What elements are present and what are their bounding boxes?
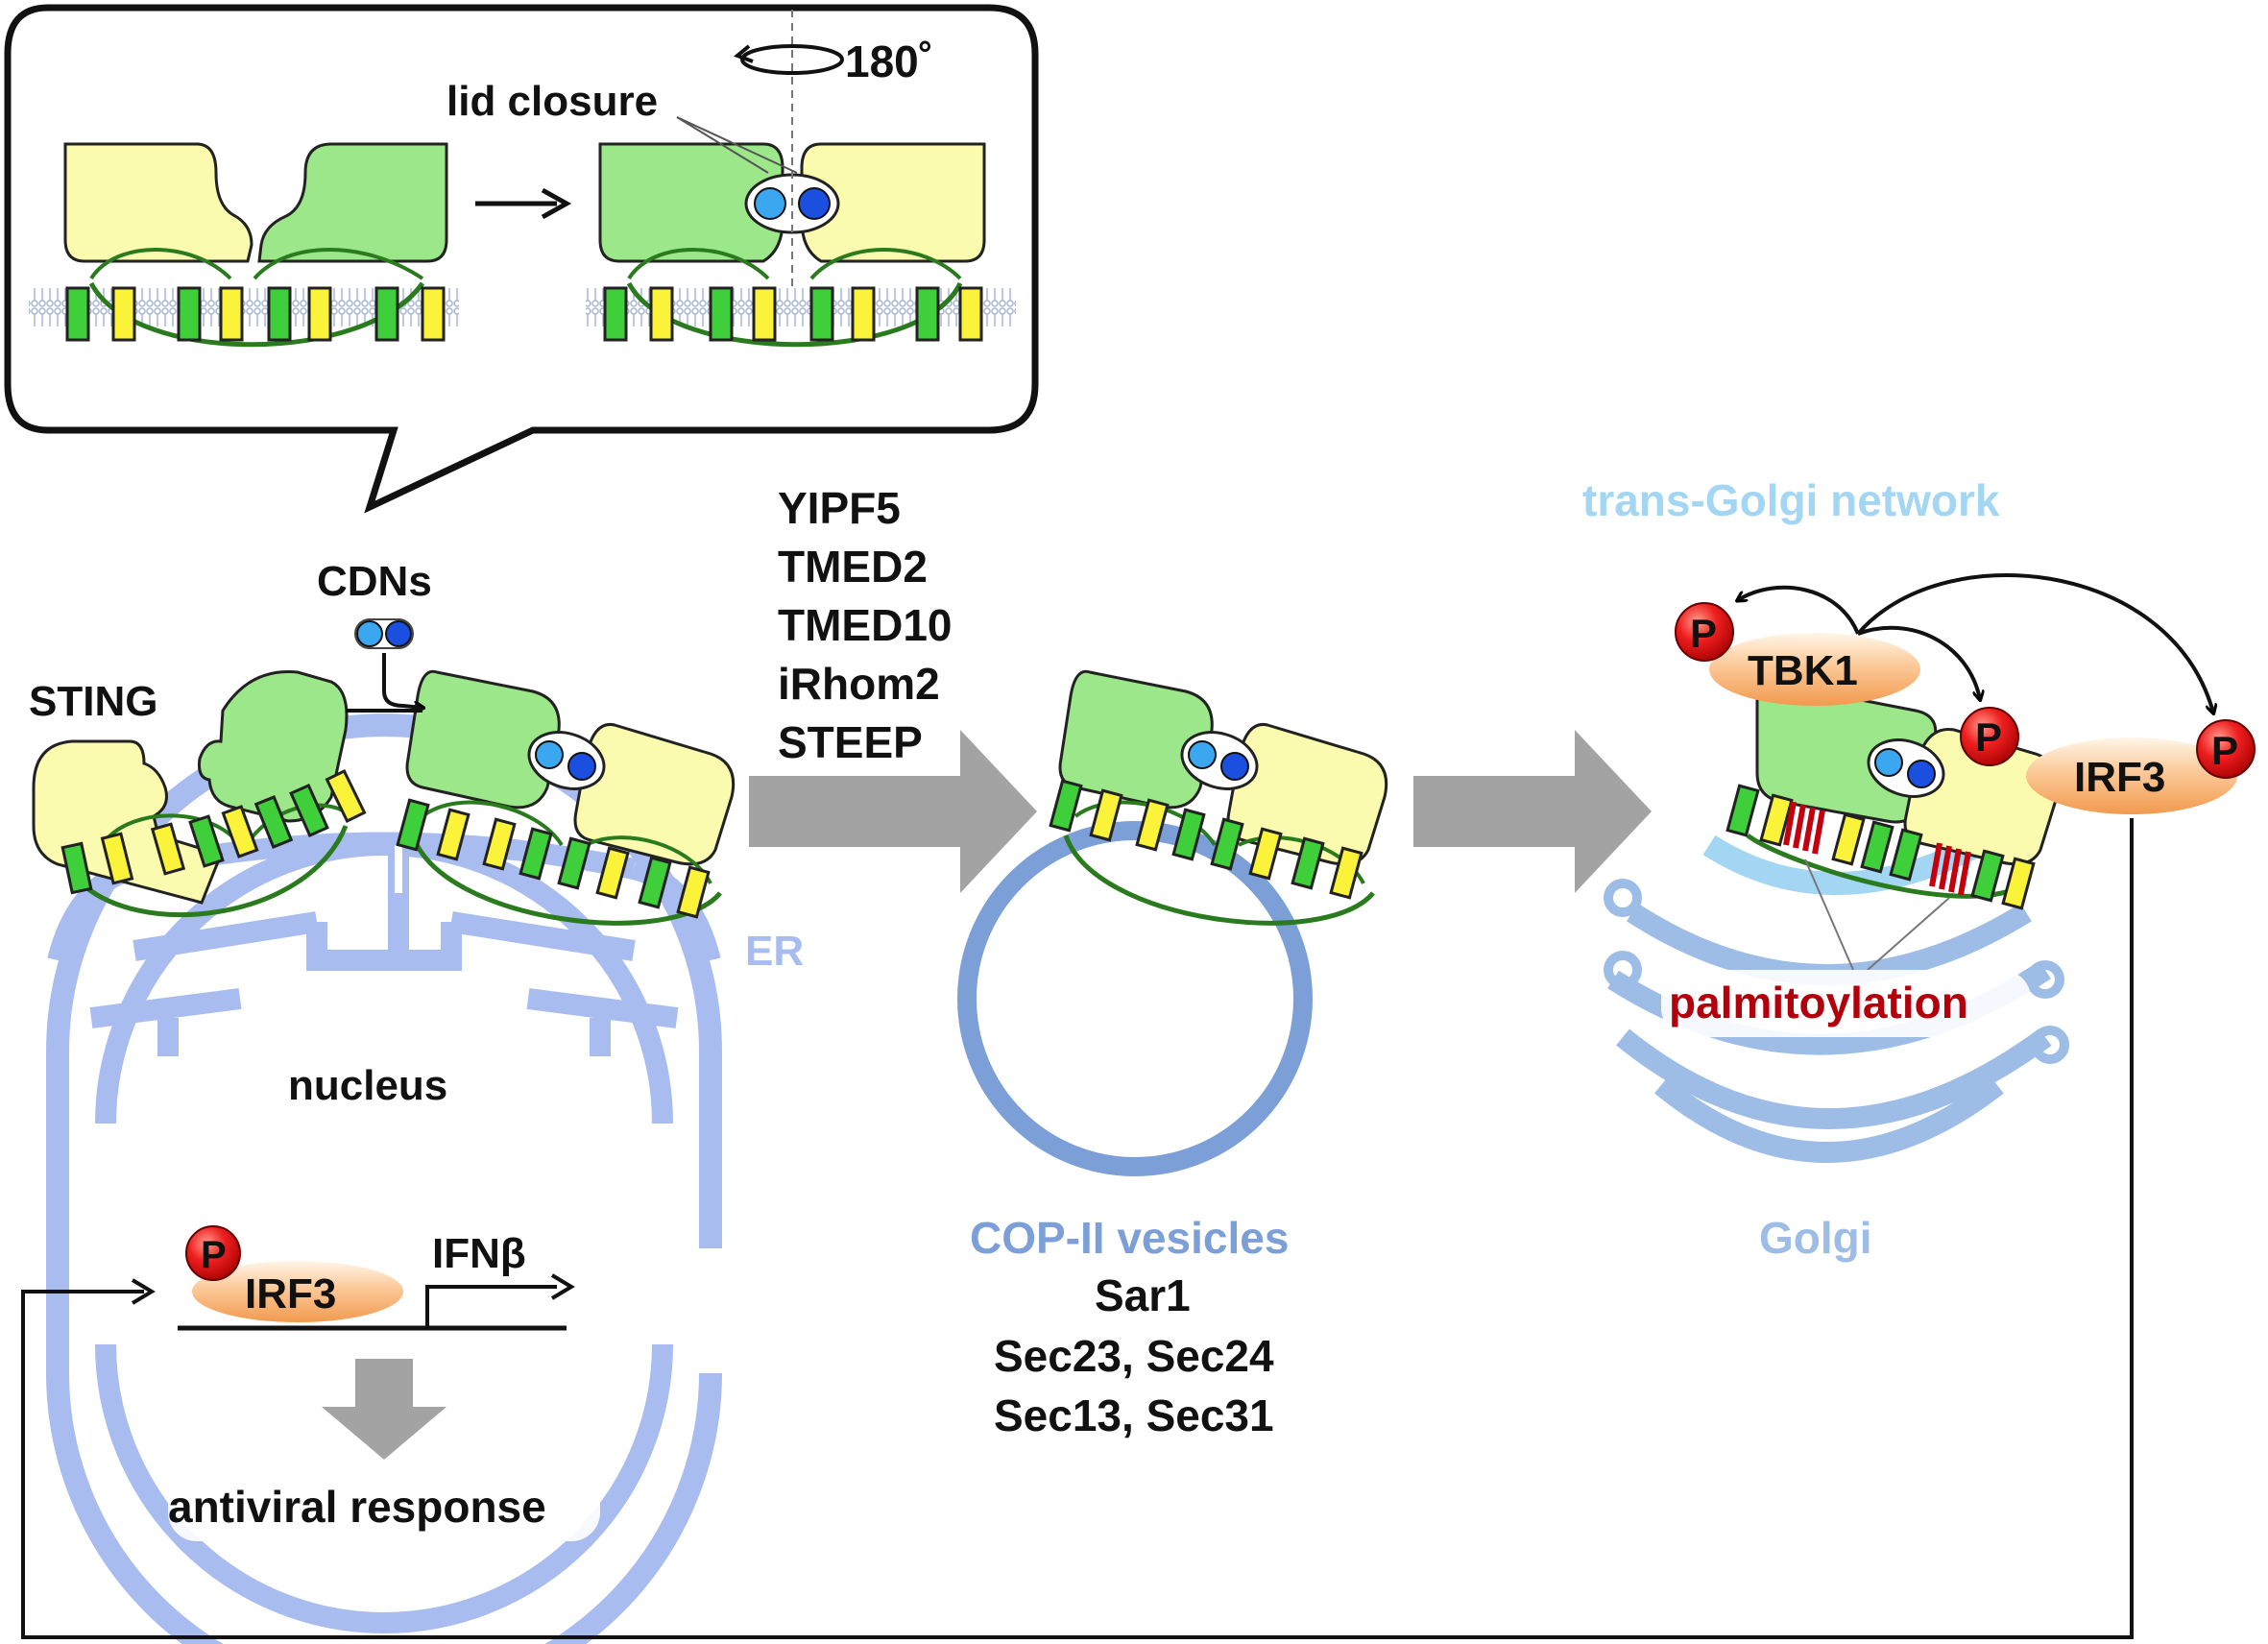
transcription: P IRF3 IFNβ xyxy=(178,1225,575,1331)
cop-ii-vesicle xyxy=(957,821,1313,1176)
factor-yipf5: YIPF5 xyxy=(778,483,901,533)
cdn-molecule-dark xyxy=(798,187,831,220)
palmitoylation: palmitoylation xyxy=(1661,970,2031,1037)
cdn-binding-arrow xyxy=(382,653,422,708)
rotation-label: 180˚ xyxy=(845,36,933,86)
ercic-to-golgi-arrow xyxy=(1413,730,1652,893)
factor-tmed10: TMED10 xyxy=(778,600,952,650)
phospho-p-irf3 xyxy=(2196,719,2256,779)
irf3-phospho-arrow xyxy=(1856,573,2213,713)
irf3-golgi-oval xyxy=(2026,737,2237,814)
irf3-golgi: IRF3 P xyxy=(2026,719,2256,814)
cdn-molecule-icon xyxy=(354,618,414,649)
inset-callout: 180˚ lid closure xyxy=(4,4,1039,514)
tgn-label: trans-Golgi network xyxy=(1582,475,2000,525)
svg-text:P: P xyxy=(2211,728,2238,773)
sting-label: STING xyxy=(29,678,157,725)
svg-text:P: P xyxy=(1975,714,2002,760)
factor-irhom2: iRhom2 xyxy=(778,659,940,709)
er-to-ercic-arrow xyxy=(749,730,1037,893)
antiviral-response: antiviral response xyxy=(168,1474,600,1541)
cdns-label: CDNs xyxy=(317,558,432,605)
sting-on-vesicle xyxy=(1049,669,1388,926)
vesicle-factor-sec23: Sec23, Sec24 xyxy=(994,1331,1274,1381)
tbk1-label: TBK1 xyxy=(1748,647,1858,694)
antiviral-response-label: antiviral response xyxy=(168,1482,546,1532)
tbk1-oval xyxy=(1709,633,1920,706)
ifnb-label: IFNβ xyxy=(432,1230,526,1277)
palmitoylation-marks xyxy=(1783,801,1971,896)
transport-factors: YIPF5 TMED2 TMED10 iRhom2 STEEP xyxy=(778,483,952,767)
autophosphorylation-arrow xyxy=(1738,585,1860,635)
irf3-nuclear-translocation-arrow xyxy=(21,818,2134,1639)
nuclear-output-arrow xyxy=(322,1359,446,1460)
phospho-p-sting xyxy=(1960,707,2019,766)
irf3-golgi-label: IRF3 xyxy=(2074,754,2165,801)
transition-arrow xyxy=(475,187,572,220)
irf3-nuclear-label: IRF3 xyxy=(245,1270,336,1318)
nucleus-label: nucleus xyxy=(288,1062,447,1109)
sting-open-on-er xyxy=(32,670,367,918)
sting-phospho-arrow xyxy=(1857,625,1980,699)
tbk1: TBK1 P xyxy=(1675,602,1920,706)
svg-text:P: P xyxy=(201,1234,227,1276)
sting-dimer-open xyxy=(63,142,448,348)
phospho-p-nuclear xyxy=(185,1225,241,1281)
irf3-nuclear-oval xyxy=(192,1261,403,1322)
cop-ii-label: COP-II vesicles xyxy=(970,1213,1289,1263)
phospho-p-tbk1 xyxy=(1675,602,1734,662)
factor-tmed2: TMED2 xyxy=(778,542,928,592)
palmitoylation-label: palmitoylation xyxy=(1669,978,1968,1028)
vesicle-factor-sar1: Sar1 xyxy=(1095,1270,1191,1320)
vesicle-factor-sec13: Sec13, Sec31 xyxy=(994,1390,1274,1440)
rotation-icon xyxy=(734,44,844,75)
lid-closure-label: lid closure xyxy=(446,78,658,125)
svg-text:P: P xyxy=(1690,611,1717,656)
er-label: ER xyxy=(745,928,804,975)
golgi-label: Golgi xyxy=(1759,1213,1872,1263)
ifnb-promoter-arrow xyxy=(425,1285,557,1328)
cdn-molecule-light xyxy=(754,187,786,220)
sting-dimer-closed xyxy=(598,10,986,348)
factor-steep: STEEP xyxy=(778,717,923,767)
sting-closed-on-er xyxy=(396,669,736,926)
